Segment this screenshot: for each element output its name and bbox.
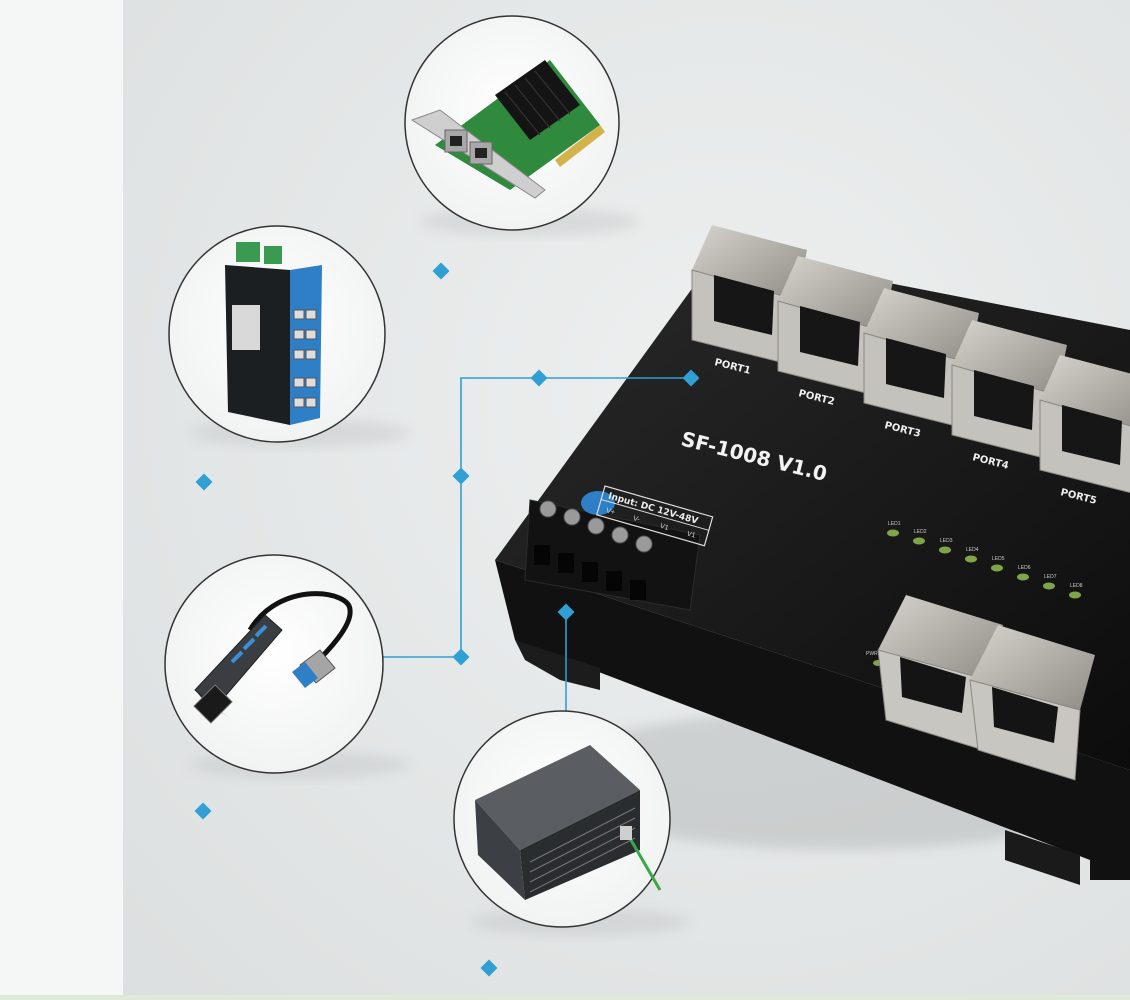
led-label-1: LED1 [888,521,901,527]
diamond-marker [195,473,213,491]
top-port-row: PORT1 PORT2 PORT3 PORT4 [691,225,1130,507]
diamond-marker [682,369,700,387]
device-side-panel [495,560,1130,880]
diamond-marker [194,802,212,820]
rj45-port-5: PORT5 [1039,355,1130,507]
diamond-marker [530,369,548,387]
rj45-port-3: PORT3 [863,288,979,440]
rj45-port-7 [969,625,1095,781]
led-label-2: LED2 [914,529,927,535]
diamond-marker [432,262,450,280]
power-terminal-block: Input: DC 12V-48V V+ V- V1 V1 [524,485,714,611]
industrial-switch-icon [225,242,322,425]
diamond-marker [557,603,575,621]
switch-device: Input: DC 12V-48V V+ V- V1 V1 SF-1008 V1… [495,225,1130,885]
callout-usb-hub [164,554,410,779]
plc-controller-icon [475,745,662,900]
bottom-bar [0,995,1130,1000]
diamond-marker [452,467,470,485]
rj45-port-1: PORT1 [691,225,807,377]
terminal-label-4: V1 [686,531,696,540]
diamond-marker [452,648,470,666]
led-label-6: LED6 [1018,565,1031,571]
led-label-8: LED8 [1070,583,1083,589]
terminal-label-2: V- [632,515,641,524]
led-label-4: LED4 [966,547,979,553]
led-label-3: LED3 [940,538,953,544]
diamond-marker [480,959,498,977]
pcie-network-card-icon [410,60,605,199]
led-label-7: LED7 [1044,574,1057,580]
left-margin-strip [0,0,123,1000]
bottom-port-row [877,595,1095,781]
rj45-port-4: PORT4 [951,320,1067,472]
terminal-label-3: V1 [659,523,669,532]
callout-industrial-switch [168,225,410,447]
pwr-label: PWR [866,651,878,657]
callout-plc [453,710,690,936]
rj45-port-6 [877,595,1003,751]
terminal-label-1: V+ [605,507,615,516]
led-label-5: LED5 [992,556,1005,562]
connector-diamonds [194,262,700,977]
usb-ethernet-hub-icon [193,591,353,724]
callout-pcie-card [404,15,640,236]
connector-lines [383,377,691,712]
blue-potentiometer-icon [581,491,615,515]
